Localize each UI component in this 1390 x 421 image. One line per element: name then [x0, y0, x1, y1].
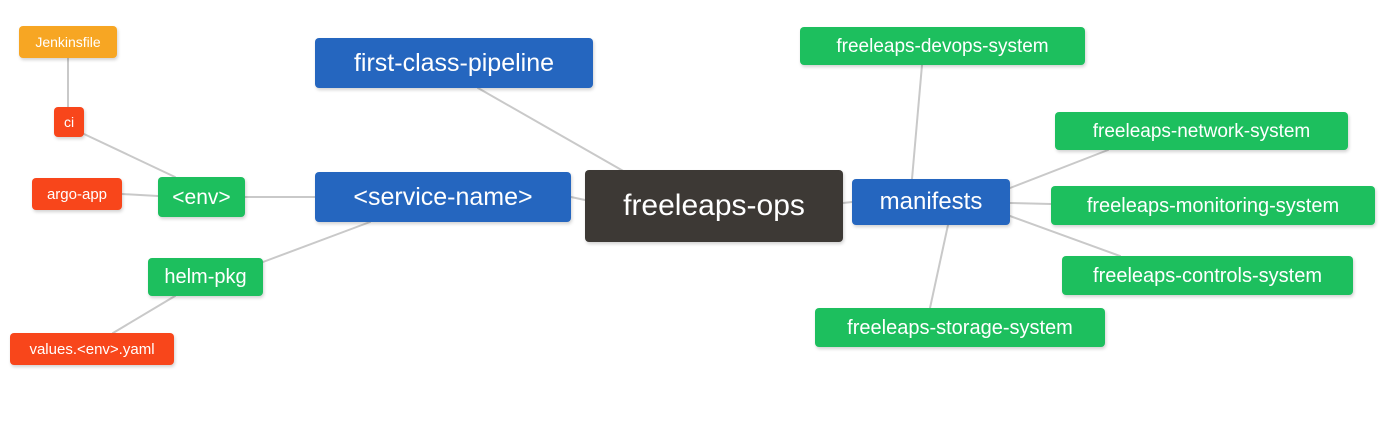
edge-values-env-yaml-to-helm-pkg [112, 295, 176, 334]
node-service-name[interactable]: <service-name> [315, 172, 571, 222]
node-freeleaps-controls-system[interactable]: freeleaps-controls-system [1062, 256, 1353, 295]
node-label: freeleaps-ops [623, 189, 805, 222]
edge-argo-app-to-env [121, 193, 159, 197]
edge-freeleaps-ops-to-manifests [842, 201, 853, 204]
node-freeleaps-devops-system[interactable]: freeleaps-devops-system [800, 27, 1085, 65]
edge-helm-pkg-to-service-name [262, 221, 371, 263]
node-freeleaps-network-system[interactable]: freeleaps-network-system [1055, 112, 1348, 150]
node-manifests[interactable]: manifests [852, 179, 1010, 225]
node-label: freeleaps-controls-system [1093, 264, 1322, 287]
edge-manifests-to-freeleaps-storage-system [929, 224, 949, 309]
node-helm-pkg[interactable]: helm-pkg [148, 258, 263, 296]
edge-ci-to-env [83, 133, 176, 178]
node-label: manifests [879, 188, 983, 215]
node-ci[interactable]: ci [54, 107, 84, 137]
edge-manifests-to-freeleaps-devops-system [911, 64, 923, 180]
node-label: freeleaps-storage-system [847, 316, 1073, 339]
edge-manifests-to-freeleaps-network-system [1009, 149, 1109, 189]
node-label: Jenkinsfile [35, 34, 101, 50]
node-label: helm-pkg [164, 266, 247, 288]
node-label: argo-app [46, 185, 108, 203]
edge-manifests-to-freeleaps-monitoring-system [1009, 202, 1052, 205]
node-label: ci [63, 114, 75, 130]
node-label: <env> [172, 185, 231, 209]
edge-service-name-to-freeleaps-ops [570, 196, 586, 201]
node-freeleaps-monitoring-system[interactable]: freeleaps-monitoring-system [1051, 186, 1375, 225]
node-values-env-yaml[interactable]: values.<env>.yaml [10, 333, 174, 365]
node-label: freeleaps-devops-system [836, 35, 1049, 57]
node-freeleaps-storage-system[interactable]: freeleaps-storage-system [815, 308, 1105, 347]
node-label: freeleaps-monitoring-system [1086, 194, 1340, 217]
node-argo-app[interactable]: argo-app [32, 178, 122, 210]
edge-first-class-pipeline-to-freeleaps-ops [477, 87, 626, 173]
node-env[interactable]: <env> [158, 177, 245, 217]
node-freeleaps-ops[interactable]: freeleaps-ops [585, 170, 843, 242]
node-jenkinsfile[interactable]: Jenkinsfile [19, 26, 117, 58]
node-label: <service-name> [353, 182, 533, 211]
node-label: freeleaps-network-system [1092, 120, 1311, 142]
node-label: values.<env>.yaml [29, 340, 155, 358]
node-label: first-class-pipeline [353, 48, 555, 77]
node-first-class-pipeline[interactable]: first-class-pipeline [315, 38, 593, 88]
